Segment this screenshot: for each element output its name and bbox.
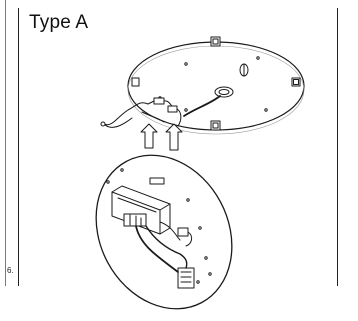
mounting-plate [127, 36, 305, 135]
left-margin-rule [5, 0, 6, 286]
step-number: 6. [7, 266, 14, 275]
wire-connectors [100, 97, 182, 128]
fixture-base-plate [95, 154, 233, 310]
figure-frame [18, 8, 338, 286]
upward-arrows [140, 123, 183, 151]
type-label: Type A [29, 12, 89, 33]
